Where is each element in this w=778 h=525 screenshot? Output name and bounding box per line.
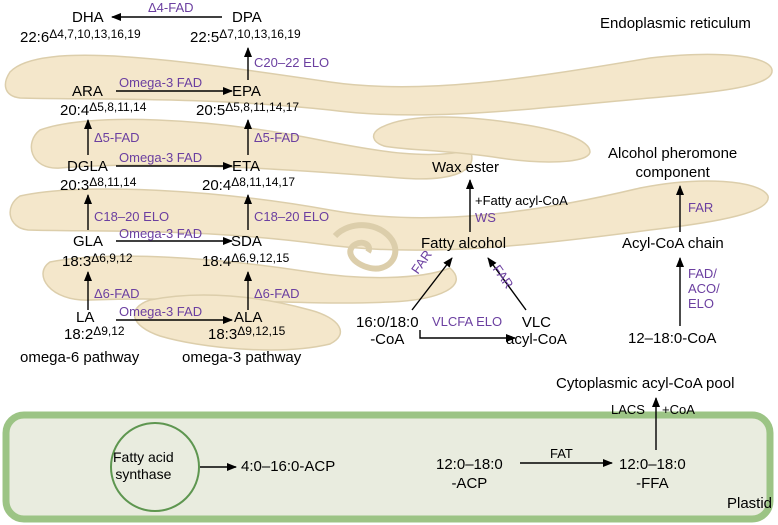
wax-substrate-label: 16:0/18:0 -CoA — [356, 314, 419, 348]
la-fa: 18:2 — [64, 326, 94, 343]
epa-name: EPA — [232, 83, 261, 100]
eta-name: ETA — [232, 158, 261, 175]
arrow-substrate-to-fatty-alcohol — [411, 257, 453, 311]
plastid-compartment — [2, 411, 774, 523]
pheromone-product-label: Alcohol pheromone component — [608, 145, 738, 181]
ara-label: 20:4Δ5,8,11,14 — [60, 100, 147, 119]
ara-positions: Δ5,8,11,14 — [89, 100, 147, 114]
dpa-fa: 22:5 — [190, 29, 220, 46]
ara-name: ARA — [72, 83, 103, 100]
far-pheromone-label: FAR — [688, 200, 714, 215]
gla-positions: Δ6,9,12 — [91, 251, 133, 265]
ala-fa: 18:3 — [208, 326, 238, 343]
d4-fad-label: Δ4-FAD — [148, 0, 194, 15]
epa-positions: Δ5,8,11,14,17 — [225, 100, 300, 114]
d6-fad-label-omega6: Δ6-FAD — [94, 286, 140, 301]
la-positions: Δ9,12 — [93, 324, 125, 338]
dha-name: DHA — [72, 9, 104, 26]
ala-positions: Δ9,12,15 — [237, 324, 286, 338]
wax-ester-label: Wax ester — [432, 159, 499, 176]
epa-label: 20:5Δ5,8,11,14,17 — [196, 100, 300, 119]
er-label: Endoplasmic reticulum — [600, 15, 751, 32]
fatty-acyl-coa-label: +Fatty acyl-CoA — [475, 193, 568, 208]
vlc-acyl-coa-label: VLC acyl-CoA — [506, 314, 567, 348]
eta-fa: 20:4 — [202, 177, 232, 194]
omega3-fad-label-3: Omega-3 FAD — [119, 226, 203, 241]
sda-label: 18:4Δ6,9,12,15 — [202, 251, 290, 270]
arrow-vlc-to-fatty-alcohol — [487, 257, 527, 311]
lacs-label: LACS — [611, 402, 645, 417]
epa-fa: 20:5 — [196, 102, 226, 119]
ws-enzyme-label: WS — [475, 210, 496, 225]
dgla-fa: 20:3 — [60, 177, 90, 194]
sda-positions: Δ6,9,12,15 — [231, 251, 290, 265]
ala-name: ALA — [234, 309, 263, 326]
gla-label: 18:3Δ6,9,12 — [62, 251, 133, 270]
omega3-pathway-label: omega-3 pathway — [182, 349, 302, 366]
dgla-label: 20:3Δ8,11,14 — [60, 175, 137, 194]
er-lobe-right-small — [372, 116, 591, 163]
er-lobe-middle — [9, 180, 769, 251]
ffa-label: 12:0–18:0 -FFA — [619, 456, 686, 492]
er-lobe-bottom — [133, 294, 342, 351]
er-lobe-top — [4, 53, 773, 116]
ara-fa: 20:4 — [60, 102, 90, 119]
plastid-arrows — [200, 397, 660, 471]
arrow-substrate-to-vlc — [419, 330, 516, 342]
d5-fad-label-omega3: Δ5-FAD — [254, 130, 300, 145]
d5-fad-label-omega6: Δ5-FAD — [94, 130, 140, 145]
sda-fa: 18:4 — [202, 253, 232, 270]
fatty-acid-synthase-label: Fatty acid synthase — [113, 449, 174, 482]
omega3-fad-label-4: Omega-3 FAD — [119, 304, 203, 319]
omega3-fad-label-1: Omega-3 FAD — [119, 75, 203, 90]
fatty-alcohol-label: Fatty alcohol — [421, 235, 507, 252]
ala-label: 18:3Δ9,12,15 — [208, 324, 286, 343]
sda-name: SDA — [231, 233, 262, 250]
la-name: LA — [76, 309, 95, 326]
d6-fad-label-omega3: Δ6-FAD — [254, 286, 300, 301]
dha-label: 22:6Δ4,7,10,13,16,19 — [20, 27, 141, 46]
la-label: 18:2Δ9,12 — [64, 324, 125, 343]
omega6-pathway-label: omega-6 pathway — [20, 349, 140, 366]
fad-aco-elo-label: FAD/ ACO/ ELO — [688, 266, 720, 311]
dha-fa: 22:6 — [20, 29, 50, 46]
eta-positions: Δ8,11,14,17 — [231, 175, 296, 189]
dgla-positions: Δ8,11,14 — [89, 175, 137, 189]
pheromone-substrate-label: 12–18:0-CoA — [628, 330, 717, 347]
plastid-label: Plastid — [727, 495, 773, 512]
acp-substrate-label: 12:0–18:0 -ACP — [436, 456, 503, 492]
c18-20-elo-label-omega6: C18–20 ELO — [94, 209, 170, 224]
acyl-coa-chain-label: Acyl-CoA chain — [622, 235, 724, 252]
coa-label: +CoA — [662, 402, 695, 417]
eta-label: 20:4Δ8,11,14,17 — [202, 175, 296, 194]
wax-arrows — [411, 179, 527, 342]
fatty-acid-synthase-circle — [110, 422, 200, 512]
dpa-label: 22:5Δ7,10,13,16,19 — [190, 27, 301, 46]
er-lobe-upper-left — [30, 118, 473, 180]
er-membrane-shapes — [4, 53, 773, 351]
acp-range-label: 4:0–16:0-ACP — [241, 458, 336, 475]
dgla-name: DGLA — [67, 158, 108, 175]
dha-positions: Δ4,7,10,13,16,19 — [49, 27, 141, 41]
cytoplasmic-pool-label: Cytoplasmic acyl-CoA pool — [556, 375, 735, 392]
dpa-positions: Δ7,10,13,16,19 — [219, 27, 301, 41]
omega3-fad-arrows — [111, 13, 233, 324]
er-lobe-mid-curl — [332, 222, 399, 272]
c18-20-elo-label-omega3: C18–20 ELO — [254, 209, 330, 224]
c20-22-elo-label: C20–22 ELO — [254, 55, 330, 70]
fat-enzyme-label: FAT — [550, 446, 573, 461]
dpa-name: DPA — [232, 9, 262, 26]
omega3-fad-label-2: Omega-3 FAD — [119, 150, 203, 165]
gla-name: GLA — [73, 233, 104, 250]
gla-fa: 18:3 — [62, 253, 92, 270]
vlcfa-elo-label: VLCFA ELO — [432, 314, 503, 329]
